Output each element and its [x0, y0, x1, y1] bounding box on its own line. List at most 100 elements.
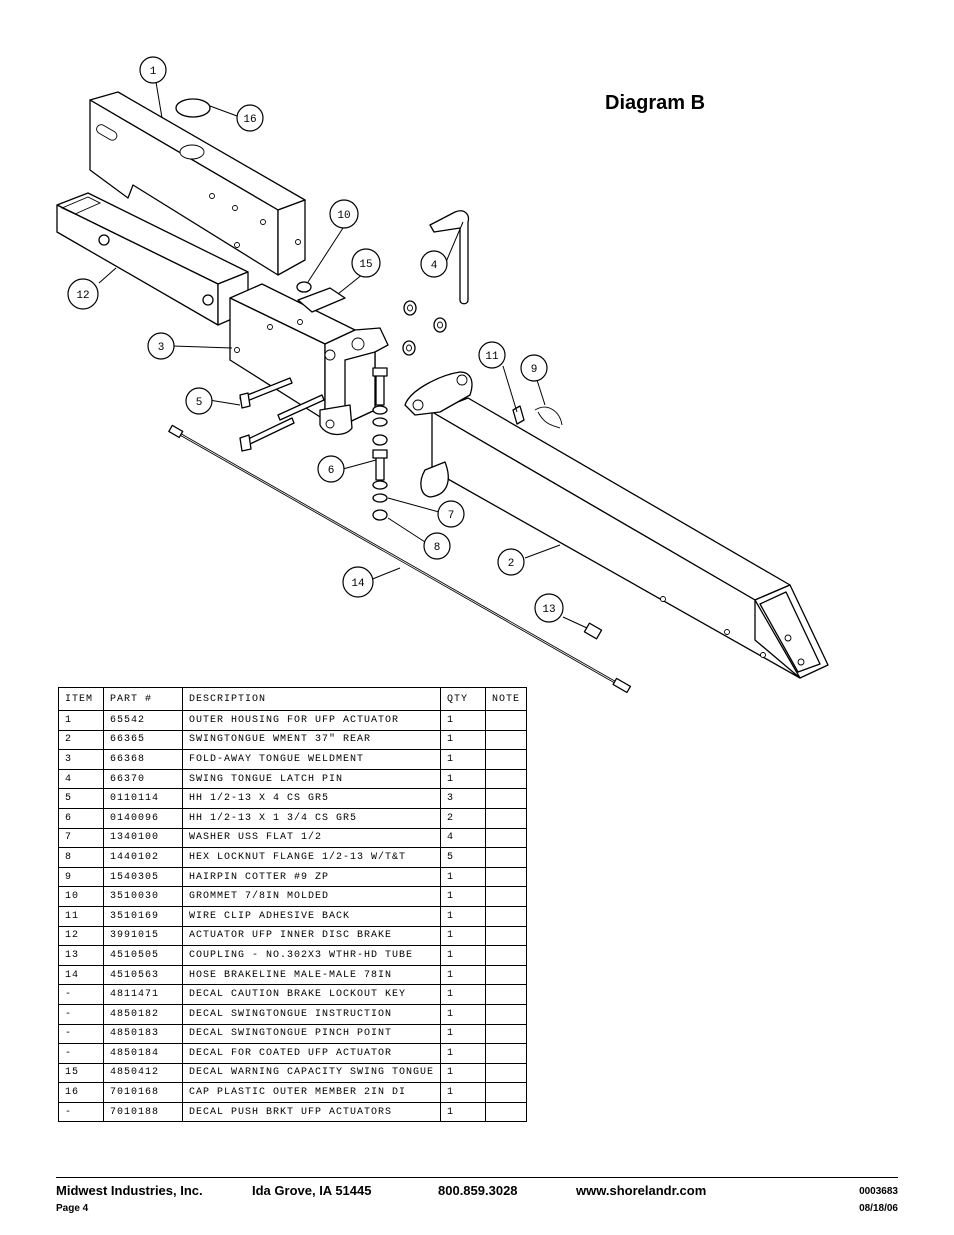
cell-note [485, 768, 528, 790]
callout-11: 11 [478, 341, 506, 369]
plastic-cap-part [175, 98, 211, 118]
svg-text:4: 4 [431, 260, 438, 272]
cell-note [485, 788, 528, 809]
callout-16: 16 [236, 104, 264, 132]
cell-note [485, 886, 528, 907]
cell-item: 12 [58, 925, 104, 947]
cell-part-number: 0110114 [103, 788, 183, 809]
callout-10: 10 [329, 199, 359, 229]
cell-note [485, 1082, 528, 1103]
footer-page-number: Page 4 [56, 1203, 89, 1214]
column-header-note: NOTE [485, 687, 528, 711]
callout-2: 2 [497, 548, 525, 576]
cell-description: WIRE CLIP ADHESIVE BACK [181, 905, 442, 927]
cell-note [485, 749, 528, 770]
cell-part-number: 3510169 [103, 905, 183, 927]
cell-part-number: 4850182 [103, 1003, 183, 1025]
footer-document-number: 0003683 [859, 1186, 898, 1197]
short-bolt-stack [372, 367, 388, 521]
cell-description: DECAL CAUTION BRAKE LOCKOUT KEY [181, 984, 442, 1005]
locknut-group-upper [402, 300, 447, 356]
cell-description: HOSE BRAKELINE MALE-MALE 78IN [181, 964, 442, 986]
cell-qty: 1 [440, 984, 487, 1005]
cell-description: HH 1/2-13 X 1 3/4 CS GR5 [181, 807, 442, 829]
cell-item: - [58, 1043, 104, 1064]
footer-date: 08/18/06 [859, 1203, 898, 1214]
cell-note [485, 964, 528, 986]
cell-qty: 5 [440, 847, 487, 868]
cell-item: 11 [58, 905, 104, 927]
cell-description: ACTUATOR UFP INNER DISC BRAKE [181, 925, 442, 947]
column-header-item: ITEM [58, 687, 104, 711]
cell-note [485, 807, 528, 829]
callout-1: 1 [139, 56, 167, 84]
cell-note [485, 866, 528, 888]
svg-text:16: 16 [243, 114, 256, 126]
diagram-title: Diagram B [605, 92, 706, 114]
cell-qty: 1 [440, 710, 487, 731]
callout-13: 13 [534, 593, 564, 623]
cell-qty: 1 [440, 886, 487, 907]
cell-note [485, 1043, 528, 1064]
cell-description: HAIRPIN COTTER #9 ZP [181, 866, 442, 888]
svg-text:10: 10 [337, 210, 350, 222]
cell-description: OUTER HOUSING FOR UFP ACTUATOR [181, 710, 442, 731]
svg-text:13: 13 [542, 604, 555, 616]
cell-qty: 1 [440, 945, 487, 966]
cell-part-number: 66368 [103, 749, 183, 770]
cell-item: 4 [58, 768, 104, 790]
cell-part-number: 4850412 [103, 1062, 183, 1084]
svg-text:12: 12 [76, 290, 89, 302]
callout-8: 8 [423, 532, 451, 560]
cell-part-number: 0140096 [103, 807, 183, 829]
cell-item: 15 [58, 1062, 104, 1084]
svg-text:6: 6 [328, 465, 335, 477]
cell-note [485, 1101, 528, 1123]
cell-item: 8 [58, 847, 104, 868]
cell-qty: 1 [440, 1003, 487, 1025]
cell-note [485, 1023, 528, 1045]
callout-12: 12 [67, 278, 99, 310]
callout-4: 4 [420, 250, 448, 278]
cell-item: 13 [58, 945, 104, 966]
cell-description: FOLD-AWAY TONGUE WELDMENT [181, 749, 442, 770]
cell-note [485, 905, 528, 927]
svg-text:8: 8 [434, 542, 441, 554]
cell-part-number: 7010168 [103, 1082, 183, 1103]
cell-qty: 1 [440, 925, 487, 947]
svg-text:3: 3 [158, 342, 165, 354]
cell-part-number: 66370 [103, 768, 183, 790]
leader-lines [98, 81, 588, 629]
cell-description: DECAL PUSH BRKT UFP ACTUATORS [181, 1101, 442, 1123]
cell-part-number: 65542 [103, 710, 183, 731]
cell-item: 16 [58, 1082, 104, 1103]
cell-part-number: 3510030 [103, 886, 183, 907]
cell-qty: 3 [440, 788, 487, 809]
cell-qty: 1 [440, 1101, 487, 1123]
svg-text:5: 5 [196, 397, 203, 409]
cell-description: COUPLING - NO.302X3 WTHR-HD TUBE [181, 945, 442, 966]
callout-3: 3 [147, 332, 175, 360]
cell-part-number: 3991015 [103, 925, 183, 947]
cell-qty: 1 [440, 1082, 487, 1103]
cell-description: DECAL FOR COATED UFP ACTUATOR [181, 1043, 442, 1064]
long-bolts-part [239, 377, 325, 452]
cell-note [485, 710, 528, 731]
svg-text:7: 7 [448, 510, 455, 522]
inner-actuator-part [56, 192, 249, 326]
